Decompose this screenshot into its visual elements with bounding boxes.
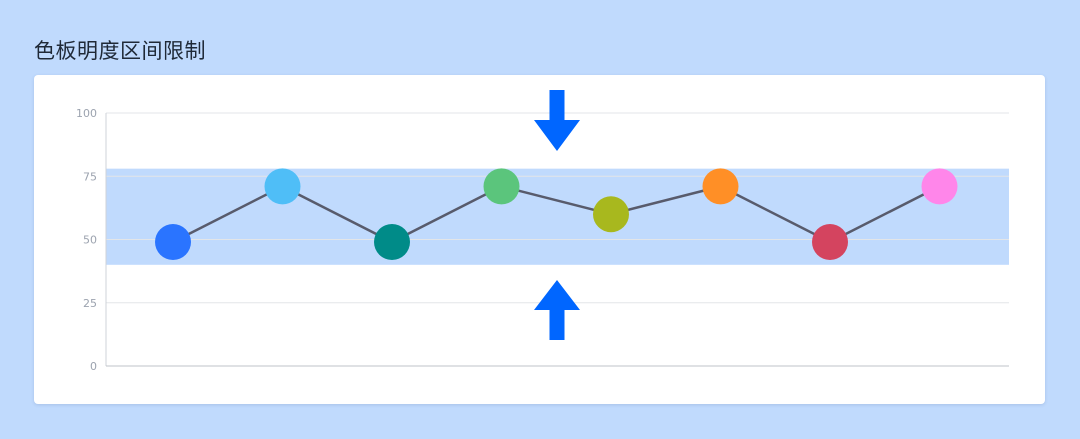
lightness-chart: 0 25 50 75 100 (76, 90, 1009, 373)
y-axis-ticks: 0 25 50 75 100 (76, 107, 97, 373)
y-tick-label-25: 25 (83, 297, 97, 310)
series-points-layer (155, 168, 958, 261)
y-tick-label-75: 75 (83, 170, 97, 183)
data-point-5 (593, 196, 629, 233)
chart-card: 0 25 50 75 100 (34, 75, 1045, 404)
data-point-3 (374, 224, 410, 261)
page-title: 色板明度区间限制 (34, 39, 206, 63)
data-point-2 (264, 168, 301, 205)
series-line-0 (172, 185, 941, 244)
data-point-7 (812, 224, 848, 261)
y-tick-label-100: 100 (76, 107, 97, 120)
axis-layer (105, 113, 1009, 367)
data-point-4 (483, 168, 520, 205)
series-line-layer (172, 185, 941, 244)
range-band-layer (106, 168, 1009, 265)
arrow-layer (534, 90, 580, 340)
data-point-6 (702, 168, 739, 205)
arrow-down-icon (534, 90, 580, 151)
data-point-1 (155, 224, 191, 261)
y-tick-label-0: 0 (90, 360, 97, 373)
data-point-8 (921, 168, 958, 205)
y-tick-label-50: 50 (83, 234, 97, 247)
range-band (106, 168, 1009, 265)
arrow-up-icon (534, 280, 580, 340)
